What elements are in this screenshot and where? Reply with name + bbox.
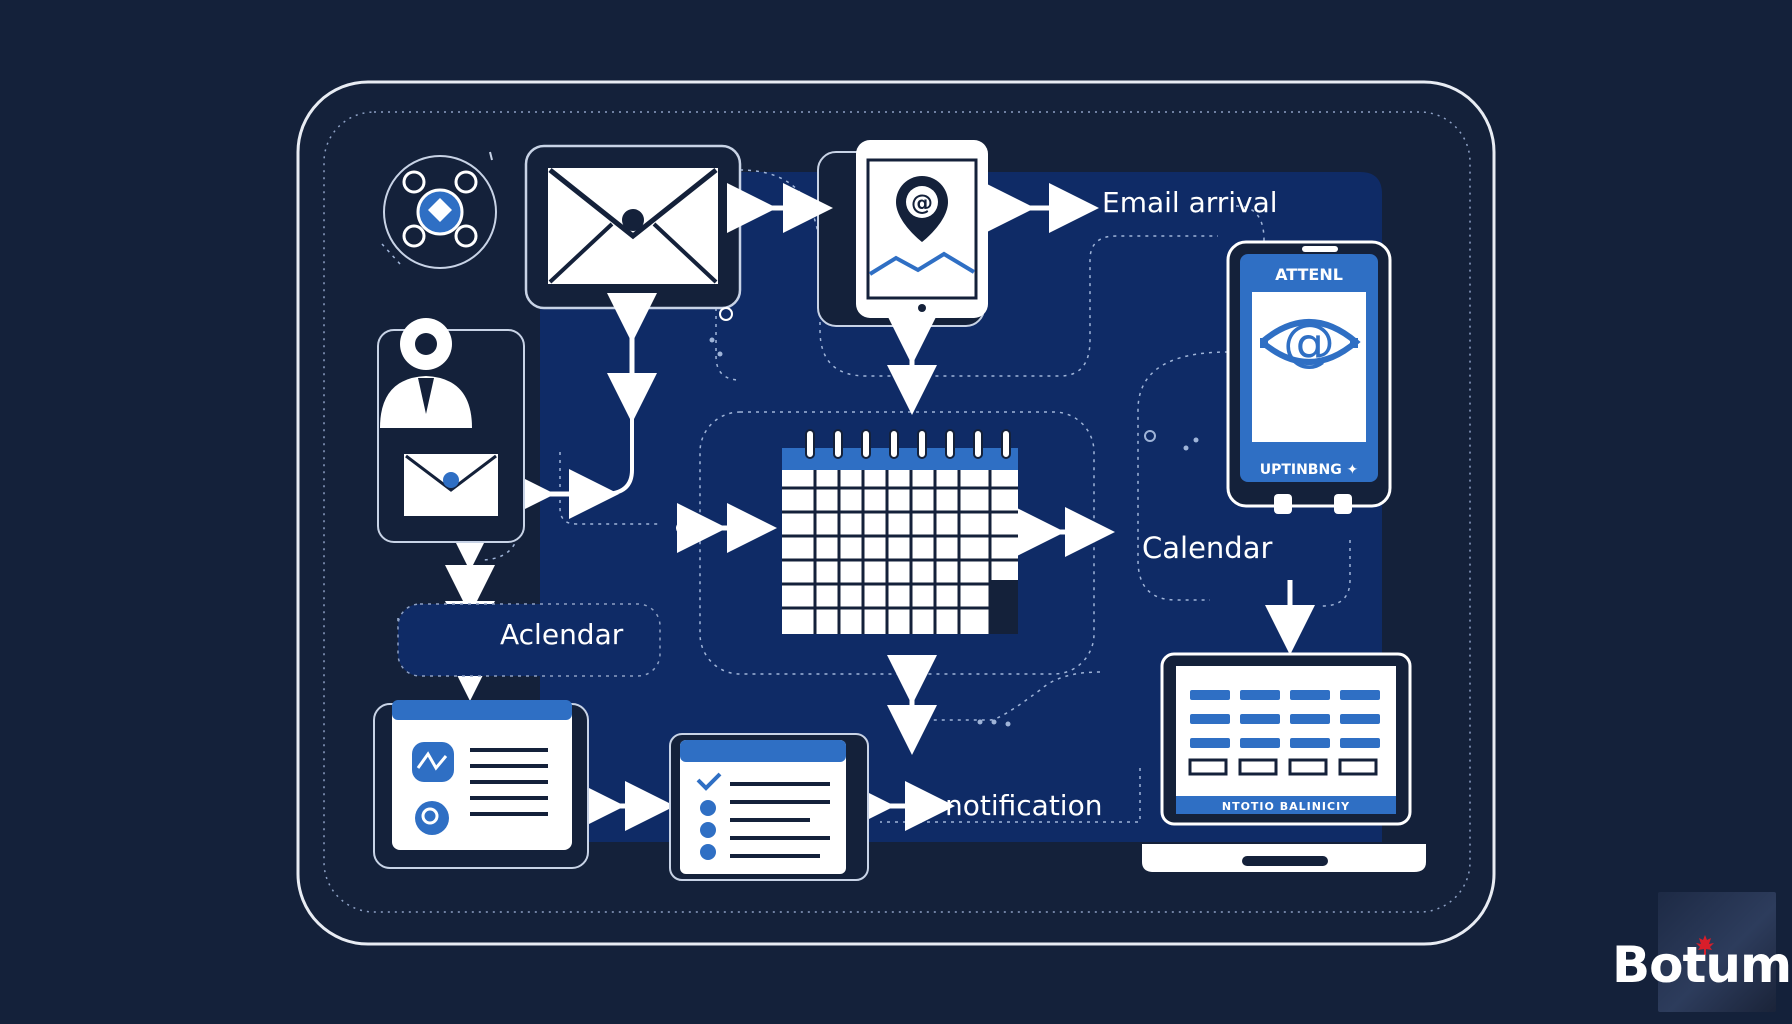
watermark-thumbnail [1658,892,1776,1012]
maple-leaf-icon [1696,935,1714,955]
laptop-icon [1142,652,1426,872]
laptop-footer: NTOTIO BALINICIY [1222,800,1350,813]
email-icon [524,144,742,321]
document-icon [373,700,589,869]
label-notification: notification [945,789,1102,822]
label-email-arrival: Email arrival [1102,186,1278,219]
outer-frame [296,80,1496,946]
mobile-attend-icon: @ [1226,240,1392,514]
label-aclendar: Aclendar [500,618,624,651]
phone-header: ATTENL [1275,265,1343,284]
calendar-icon [782,429,1018,634]
mobile-email-icon: @ [817,140,988,327]
arrows [445,183,1315,831]
checklist-icon [669,733,869,881]
aclendar-box [397,603,661,677]
svg-text:@: @ [1283,313,1335,373]
user-icon [377,318,525,543]
svg-text:@: @ [911,191,933,216]
network-icon [383,151,497,269]
phone-footer: UPTINBNG ✦ [1260,462,1359,478]
label-calendar: Calendar [1142,531,1272,565]
decorative-dots [709,337,1199,727]
watermark-brand: Botum [1612,936,1792,994]
